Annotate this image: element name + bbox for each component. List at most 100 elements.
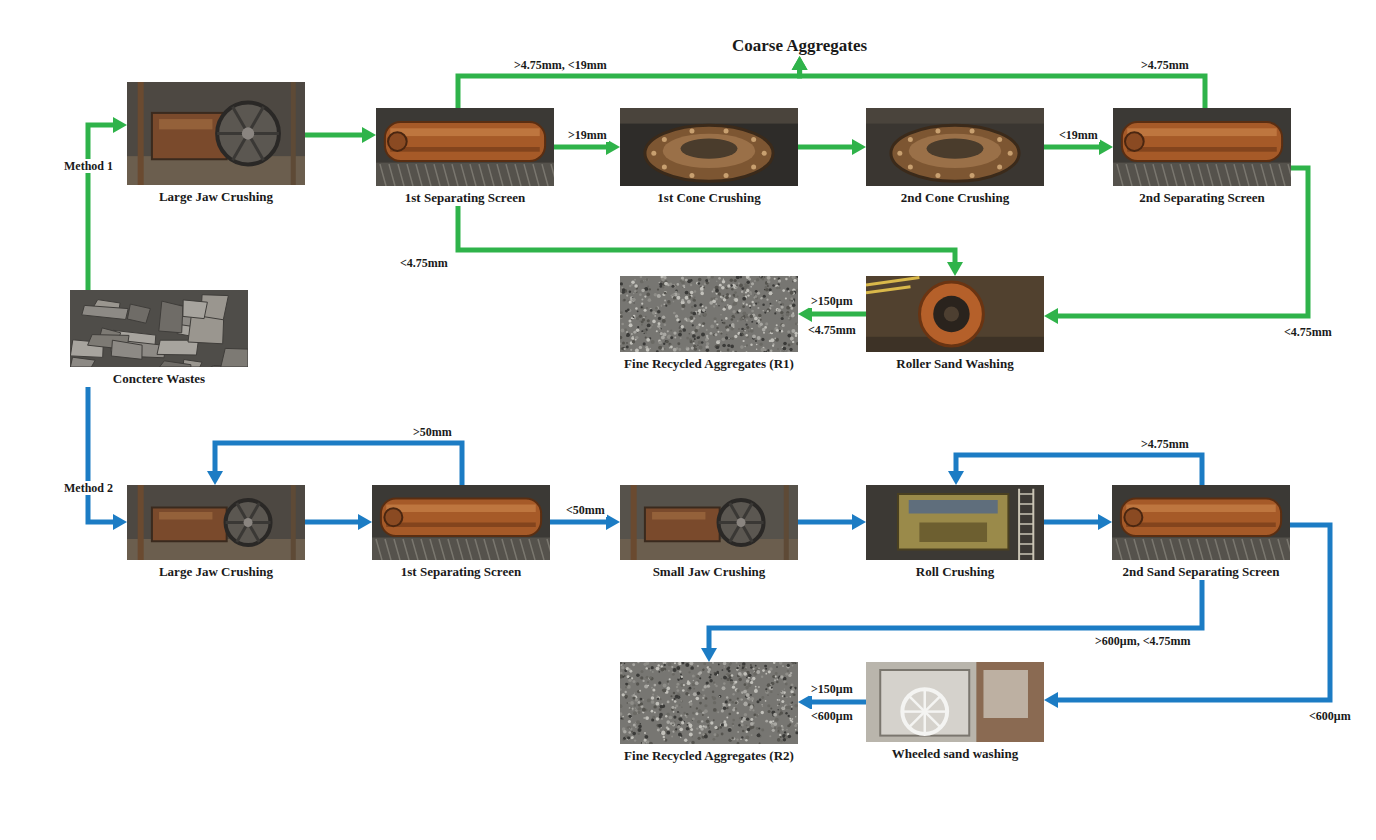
photo-detail [384,508,402,526]
photo-detail [782,347,786,351]
photo-detail [751,282,754,285]
photo-detail [685,296,689,300]
node-caption: Large Jaw Crushing [127,564,305,580]
photo-detail [752,335,756,339]
photo-detail [669,716,673,720]
photo-detail [646,348,649,351]
photo-detail [674,698,676,700]
photo-detail [699,315,701,317]
photo-detail [620,315,623,319]
photo-detail [645,332,647,334]
photo-detail [653,705,656,708]
photo-detail [640,723,642,725]
photo-detail [1125,132,1144,151]
photo-detail [669,678,671,680]
photo-detail [751,726,754,729]
photo-detail [661,336,665,340]
photo-detail [1019,553,1033,555]
photo-detail [642,708,646,712]
photo-detail [765,286,767,288]
arrow-head [792,56,808,70]
photo-detail [780,736,782,738]
photo-detail [791,683,794,686]
photo-detail [636,317,639,320]
photo-detail [1135,164,1141,186]
photo-detail [789,276,791,277]
photo-detail [777,730,780,733]
photo-detail [746,281,750,285]
photo-detail [672,722,675,725]
photo-detail [758,743,761,744]
photo-detail [644,309,647,312]
photo-detail [759,343,762,346]
photo-detail [694,304,697,307]
size-label: <600μm [809,709,855,723]
photo-detail [708,730,711,733]
photo-detail [757,336,761,340]
photo-detail [631,694,634,697]
photo-detail [699,702,702,705]
photo-detail [702,725,704,727]
photo-detail [744,683,747,686]
photo-detail [777,679,779,681]
photo-detail [736,712,738,714]
photo-detail [689,316,693,320]
photo-detail [658,341,662,345]
photo-detail [633,694,635,696]
photo-detail [515,164,521,186]
photo-detail [891,125,1019,181]
photo-detail [635,348,639,352]
photo-detail [475,539,481,560]
photo-detail [705,345,708,348]
photo-detail [640,321,642,323]
photo-detail [780,711,783,714]
photo-detail [795,729,796,730]
photo-detail [746,289,749,292]
photo-detail [761,704,763,706]
arrow-head [798,306,812,322]
photo-detail [712,690,714,692]
photo-detail [1124,508,1142,526]
photo-detail [1126,505,1276,513]
photo-detail [748,278,751,281]
photo-detail [695,697,699,701]
photo-detail [1288,164,1291,186]
photo-detail [716,340,720,344]
photo-detail [1198,164,1204,186]
photo-detail [627,727,629,729]
photo-detail [745,736,749,740]
photo-detail [673,692,676,695]
photo-detail [620,315,623,318]
flow-line [956,455,1202,485]
flow-line [458,206,955,264]
photo-detail [738,282,740,284]
photo-detail [780,311,783,314]
photo-detail [685,291,689,295]
flow-arrow [458,56,808,108]
size-label: <50mm [564,503,607,517]
size-label: <4.75mm [806,323,858,337]
photo-detail [723,682,726,685]
photo-detail [547,539,550,560]
photo-detail [637,708,639,710]
photo-detail [656,310,658,312]
photo-detail [750,293,752,295]
photo-detail [763,295,766,298]
photo-detail [781,725,783,727]
photo-detail [407,164,413,186]
photo-detail [656,667,660,671]
photo-detail [678,662,681,665]
photo-detail [737,295,739,297]
photo-detail [626,346,629,349]
size-label: >150μm [809,682,855,696]
photo-detail [751,679,753,681]
photo-detail [676,666,680,670]
size-label: >150μm [809,294,855,308]
photo-detail [728,670,731,673]
photo-detail [746,344,748,346]
photo-detail [787,334,791,338]
photo-detail [1019,533,1033,535]
photo-detail [749,315,753,319]
photo-detail [722,703,725,706]
photo-detail [756,322,758,324]
